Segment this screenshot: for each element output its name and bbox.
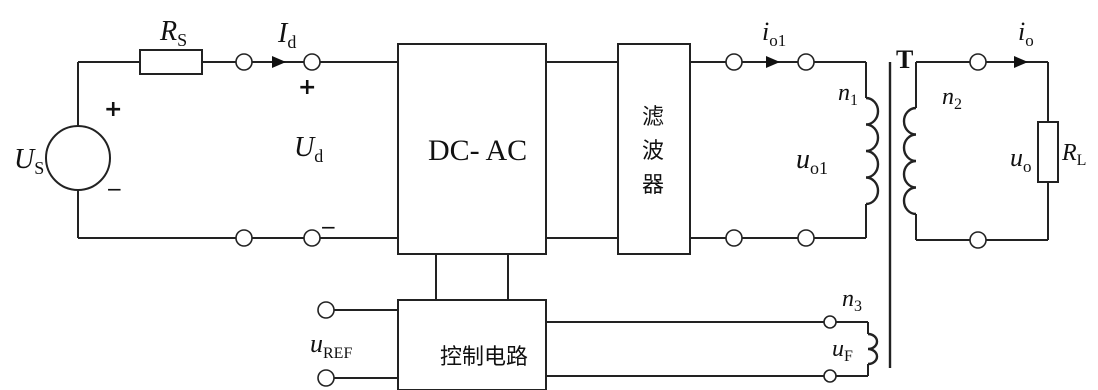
terminal-io-1	[969, 53, 987, 71]
terminal-uf-bottom	[823, 369, 837, 383]
voltage-source-us	[45, 125, 111, 191]
terminal-io1-2	[797, 53, 815, 71]
coil-n2	[902, 106, 917, 216]
label-io1: io1	[762, 17, 786, 50]
terminal-uo1-bottom-2	[797, 229, 815, 247]
label-uref: uREF	[310, 329, 352, 362]
label-us: US	[14, 144, 44, 178]
label-io: io	[1018, 17, 1034, 50]
terminal-uf-top	[823, 315, 837, 329]
filter-block	[617, 43, 691, 255]
label-uf: uF	[832, 336, 853, 365]
control-block	[397, 299, 547, 390]
terminal-uref-top	[317, 301, 335, 319]
arrow-io1-icon	[766, 56, 780, 68]
label-uo1: uo1	[796, 144, 828, 178]
terminal-left-top-1	[235, 53, 253, 71]
label-rs: RS	[159, 16, 187, 50]
label-n2: n2	[942, 84, 962, 113]
label-filter-1: 滤	[642, 105, 664, 130]
label-ud-plus: +	[298, 75, 316, 100]
coil-n3	[867, 332, 879, 366]
arrow-id-icon	[272, 56, 286, 68]
label-control: 控制电路	[440, 345, 528, 370]
label-uo: uo	[1010, 143, 1032, 176]
label-rl: RL	[1061, 140, 1086, 169]
terminal-uo1-bottom-1	[725, 229, 743, 247]
label-transformer: T	[896, 45, 913, 74]
label-n1: n1	[838, 80, 858, 109]
label-filter-2: 波	[642, 139, 664, 164]
terminal-io1-1	[725, 53, 743, 71]
resistor-rs	[139, 49, 203, 75]
arrow-io-icon	[1014, 56, 1028, 68]
label-dcac: DC- AC	[428, 134, 527, 167]
dcac-block	[397, 43, 547, 255]
terminal-left-bottom-1	[235, 229, 253, 247]
label-ud: Ud	[294, 132, 323, 166]
label-id: Id	[277, 18, 296, 52]
coil-n1	[865, 96, 880, 206]
resistor-rl	[1037, 121, 1059, 183]
terminal-left-bottom-2	[303, 229, 321, 247]
label-filter-3: 器	[642, 173, 664, 198]
label-n3: n3	[842, 286, 862, 315]
label-us-plus: +	[104, 97, 122, 122]
terminal-secondary-bottom	[969, 231, 987, 249]
terminal-uref-bottom	[317, 369, 335, 387]
label-us-minus: −	[106, 177, 123, 201]
terminal-left-top-2	[303, 53, 321, 71]
label-ud-minus: −	[320, 215, 337, 239]
